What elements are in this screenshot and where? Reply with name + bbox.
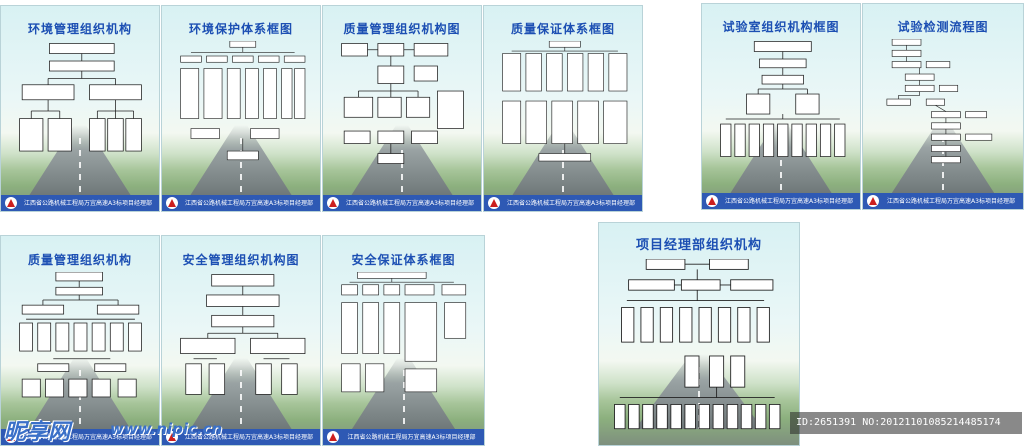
footer-band: 江西省公路机械工程局万宜高速A3标项目经理部: [1, 195, 159, 211]
road-lane: [942, 135, 944, 193]
company-logo: [706, 195, 718, 207]
company-logo: [867, 195, 879, 207]
road-lane: [401, 137, 403, 195]
board-lab-organization: 试验室组织机构框图 江西省公路机械工程局万宜高速A3标项目经理部: [701, 3, 861, 210]
road-lane: [79, 370, 81, 429]
road-lane: [780, 135, 782, 193]
system-diagram: [178, 40, 308, 166]
board-env-management: 环境管理组织机构 江西省公路机械工程局万宜高速A3标项目经理部: [0, 5, 160, 212]
board-title: 质量保证体系框图: [510, 22, 615, 37]
board-title: 环境保护体系框图: [188, 22, 293, 37]
board-title: 试验室组织机构框图: [722, 20, 840, 35]
road-lane: [240, 370, 242, 429]
image-id-bar: ID:2651391 NO:20121101085214485174: [790, 412, 1022, 434]
road-lane: [240, 137, 242, 195]
footer-band: 江西省公路机械工程局万宜高速A3标项目经理部: [863, 193, 1023, 209]
footer-band: 江西省公路机械工程局万宜高速A3标项目经理部: [323, 429, 484, 445]
footer-text: 江西省公路机械工程局万宜高速A3标项目经理部: [347, 434, 476, 441]
footer-text: 江西省公路机械工程局万宜高速A3标项目经理部: [725, 198, 853, 205]
road-lane: [562, 137, 564, 195]
board-title: 质量管理组织机构图: [343, 22, 461, 37]
company-logo: [327, 197, 339, 209]
footer-text: 江西省公路机械工程局万宜高速A3标项目经理部: [24, 200, 152, 207]
board-quality-assurance: 质量保证体系框图 江西省公路机械工程局万宜高速A3标项目经理部: [483, 5, 643, 212]
company-logo: [327, 431, 339, 443]
footer-text: 江西省公路机械工程局万宜高速A3标项目经理部: [24, 434, 152, 441]
road-lane: [698, 366, 700, 429]
system-diagram: [339, 271, 471, 400]
board-safety-management: 安全管理组织机构图 江西省公路机械工程局万宜高速A3标项目经理部: [161, 235, 321, 446]
footer-text: 江西省公路机械工程局万宜高速A3标项目经理部: [887, 198, 1015, 205]
board-project-department: 项目经理部组织机构: [598, 222, 800, 446]
watermark-url: www.nipic.cn: [110, 420, 223, 438]
org-chart: [718, 39, 848, 164]
board-title: 项目经理部组织机构: [635, 238, 762, 254]
board-title: 安全保证体系框图: [351, 252, 456, 267]
system-diagram: [500, 40, 630, 166]
footer-band: 江西省公路机械工程局万宜高速A3标项目经理部: [162, 195, 320, 211]
board-lab-flowchart: 试验检测流程图 江西省公路机械工程局万宜高速A3标项目经理部: [862, 3, 1024, 210]
company-logo: [488, 197, 500, 209]
company-logo: [5, 431, 17, 443]
org-chart: [17, 271, 147, 400]
company-logo: [5, 197, 17, 209]
watermark-brand: 昵享网: [4, 420, 71, 445]
footer-band: 江西省公路机械工程局万宜高速A3标项目经理部: [323, 195, 481, 211]
image-id-text: ID:2651391 NO:20121101085214485174: [796, 417, 1001, 428]
board-title: 环境管理组织机构: [27, 22, 132, 37]
board-title: 安全管理组织机构图: [182, 252, 300, 267]
company-logo: [166, 431, 178, 443]
org-chart: [339, 41, 469, 166]
company-logo: [166, 197, 178, 209]
board-title: 质量管理组织机构: [27, 252, 132, 267]
org-chart: [17, 41, 147, 166]
board-title: 试验检测流程图: [897, 20, 989, 35]
footer-text: 江西省公路机械工程局万宜高速A3标项目经理部: [507, 200, 635, 207]
site-watermark: 昵享网 www.nipic.cn: [2, 412, 332, 445]
road-lane: [79, 137, 81, 195]
org-chart: [611, 258, 787, 432]
footer-band: 江西省公路机械工程局万宜高速A3标项目经理部: [1, 429, 159, 445]
footer-text: 江西省公路机械工程局万宜高速A3标项目经理部: [185, 434, 313, 441]
footer-band: 江西省公路机械工程局万宜高速A3标项目经理部: [162, 429, 320, 445]
org-chart: [178, 272, 308, 400]
footer-band: 江西省公路机械工程局万宜高速A3标项目经理部: [702, 193, 860, 209]
board-env-protection: 环境保护体系框图 江西省公路机械工程局万宜高速A3标项目经理部: [161, 5, 321, 212]
flow-chart: [879, 38, 1010, 164]
board-quality-management-2: 质量管理组织机构 江西省公路机械工程局万宜高速A3标项目经理部: [0, 235, 160, 446]
board-quality-management: 质量管理组织机构图 江西省公路机械工程局万宜高速A3标项目经理部: [322, 5, 482, 212]
board-safety-assurance: 安全保证体系框图 江西省公路机械工程局万宜高速A3标项目经理部: [322, 235, 485, 446]
footer-text: 江西省公路机械工程局万宜高速A3标项目经理部: [346, 200, 474, 207]
footer-text: 江西省公路机械工程局万宜高速A3标项目经理部: [185, 200, 313, 207]
footer-band: 江西省公路机械工程局万宜高速A3标项目经理部: [484, 195, 642, 211]
road-lane: [402, 370, 405, 429]
